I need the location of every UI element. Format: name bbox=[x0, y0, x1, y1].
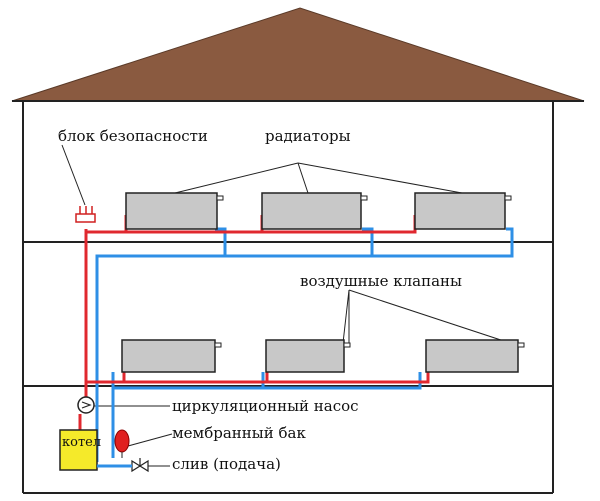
air-valves-pointer-lines bbox=[342, 289, 517, 346]
air-valve bbox=[343, 342, 351, 348]
radiator bbox=[265, 339, 345, 373]
upper-radiators bbox=[125, 192, 512, 230]
radiator bbox=[125, 192, 218, 230]
air-valve bbox=[216, 195, 224, 201]
lower-radiators bbox=[121, 339, 525, 373]
safety-block bbox=[75, 206, 96, 223]
air-valve bbox=[517, 342, 525, 348]
radiator bbox=[121, 339, 216, 373]
roof bbox=[11, 7, 585, 102]
boiler-label: котел bbox=[62, 435, 101, 450]
air-valve bbox=[214, 342, 222, 348]
drain-label: слив (подача) bbox=[172, 455, 281, 473]
air-valves-label: воздушные клапаны bbox=[300, 272, 462, 290]
return-pipes bbox=[95, 227, 514, 462]
radiator bbox=[414, 192, 506, 230]
boiler bbox=[59, 429, 98, 471]
tank-pointer bbox=[127, 433, 173, 447]
safety-block-pointer bbox=[61, 144, 86, 206]
air-valve bbox=[504, 195, 512, 201]
expansion-tank-label: мембранный бак bbox=[172, 424, 306, 442]
pump-label: циркуляционный насос bbox=[172, 397, 359, 415]
radiator bbox=[261, 192, 362, 230]
safety-block-label: блок безопасности bbox=[58, 127, 208, 145]
radiator bbox=[425, 339, 519, 373]
radiators-pointer-lines bbox=[174, 162, 463, 194]
air-valve bbox=[360, 195, 368, 201]
drain-valve bbox=[131, 458, 149, 473]
radiators-label: радиаторы bbox=[265, 127, 351, 145]
circulation-pump bbox=[77, 396, 95, 414]
membrane-tank bbox=[114, 429, 130, 453]
house-walls bbox=[12, 100, 584, 494]
